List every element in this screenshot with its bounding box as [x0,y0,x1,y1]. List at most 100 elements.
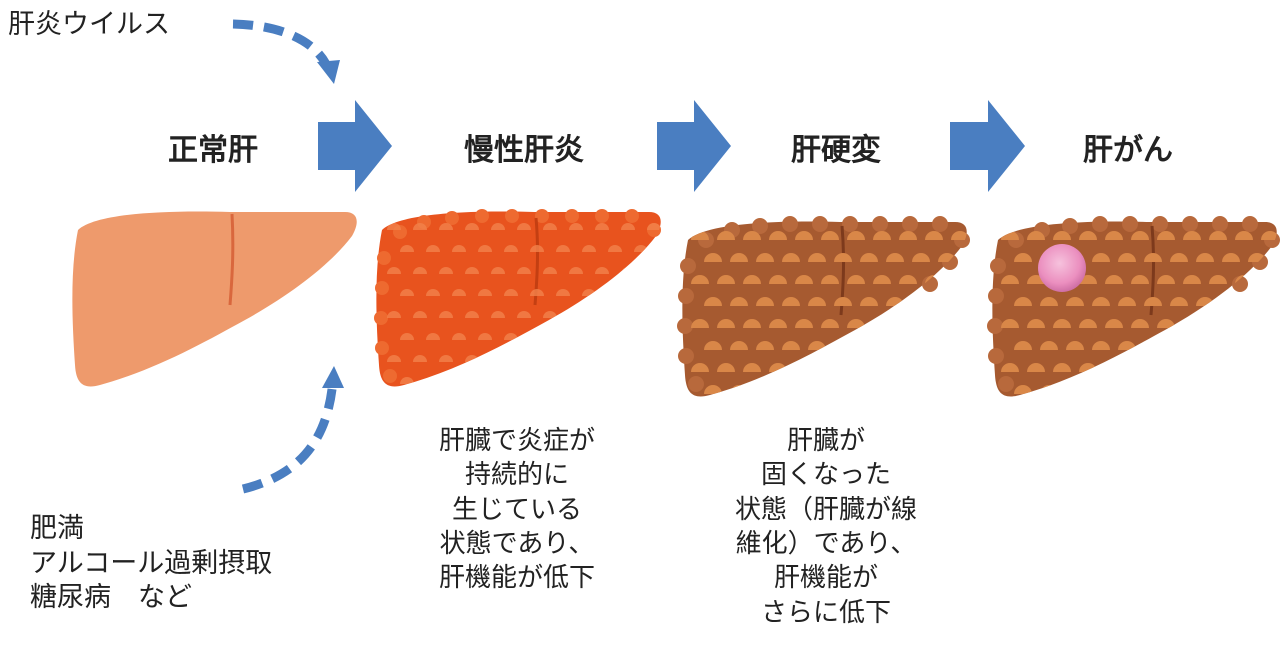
liver-texture-dot [400,245,414,252]
liver-texture-dot [782,341,800,350]
liver-texture-dot [756,297,774,306]
arrow-right-icon [950,100,1025,192]
liver-texture-dot [634,289,648,296]
liver-texture-dot [847,363,865,372]
liver-texture-dot [782,253,800,262]
liver-texture-dot [556,245,570,252]
liver-texture-dot [1222,253,1240,262]
liver-texture-dot [1105,319,1123,328]
liver-texture-dot [387,311,401,318]
liver-texture-dot [621,355,635,362]
liver-texture-dot [704,341,722,350]
liver-texture-dot [1170,385,1188,394]
liver-texture-dot [1248,341,1266,350]
cause-lifestyle-list: 肥満 アルコール過剰摂取 糖尿病 など [30,512,272,616]
liver-texture-dot [795,231,813,240]
liver-texture-dot [387,267,401,274]
liver-texture-dot [647,311,661,318]
liver-icon [374,209,661,387]
liver-texture-dot [582,245,596,252]
liver-texture-dot [912,385,930,394]
liver-texture-dot [795,275,813,284]
liver-texture-dot [543,223,557,230]
liver-texture-dot [595,223,609,230]
liver-texture-dot [886,385,904,394]
liver-texture-dot [413,311,427,318]
liver-texture-dot [1118,385,1136,394]
liver-texture-dot [387,355,401,362]
liver-texture-dot [1261,231,1277,240]
liver-texture-dot [439,311,453,318]
liver-texture-dot [452,245,466,252]
liver-texture-dot [886,341,904,350]
liver-texture-dot [608,333,622,340]
liver-texture-dot [1261,363,1277,372]
liver-texture-dot [426,377,440,384]
liver-texture-dot [517,355,531,362]
liver-texture-dot [873,275,891,284]
liver-texture-dot [964,297,967,306]
liver-texture-dot [1105,275,1123,284]
liver-texture-dot [517,267,531,274]
liver-texture-dot [647,267,661,274]
liver-texture-dot [660,245,661,252]
liver-texture-dot [1183,231,1201,240]
liver-texture-dot [1144,341,1162,350]
liver-texture-dot [1092,385,1110,394]
liver-texture-dot [1014,385,1032,394]
liver-texture-dot [795,363,813,372]
liver-texture-dot [782,297,800,306]
description-line: さらに低下 [760,597,891,628]
liver-texture-dot [400,289,414,296]
dashed-curved-arrow-icon [232,19,340,84]
liver-texture-dot [556,377,570,384]
liver-texture-dot [1014,341,1032,350]
liver-texture-dot [808,297,826,306]
liver-texture-dot [1118,297,1136,306]
liver-texture [691,231,967,394]
liver-texture-dot [1222,297,1240,306]
liver-texture-dot [821,319,839,328]
liver-texture-dot [660,289,661,296]
dashed-curved-arrow-icon [241,366,344,494]
liver-texture-dot [1131,319,1149,328]
liver-texture-dot [1235,363,1253,372]
liver-texture-dot [730,253,748,262]
liver-texture-dot [1066,297,1084,306]
liver-texture-dot [1274,385,1277,394]
liver-texture-dot [426,333,440,340]
liver-texture-dot [1170,253,1188,262]
liver-texture-dot [730,341,748,350]
liver-texture-dot [1274,253,1277,262]
liver-texture-dot [1209,363,1227,372]
liver-texture-dot [1014,297,1032,306]
liver-texture-dot [517,223,531,230]
liver-texture-dot [1053,231,1071,240]
liver-texture-dot [452,333,466,340]
liver-texture-dot [1261,275,1277,284]
liver-texture-dot [1261,319,1277,328]
liver-texture-dot [1105,231,1123,240]
liver-texture-dot [860,297,878,306]
liver-texture-dot [426,245,440,252]
liver-texture-dot [1001,363,1019,372]
liver-texture-dot [530,245,544,252]
liver-texture-dot [691,363,709,372]
liver-texture-dot [608,289,622,296]
liver-texture-dot [1144,297,1162,306]
liver-texture-dot [1209,275,1227,284]
arrow-right-icon [318,100,392,192]
liver-texture-dot [1118,253,1136,262]
liver-texture-dot [1144,385,1162,394]
liver-texture-dot [717,363,735,372]
liver-texture-dot [530,333,544,340]
liver-texture-dot [717,319,735,328]
description-line: 肝機能が低下 [438,563,595,594]
liver-texture-dot [1183,275,1201,284]
liver-texture-dot [413,223,427,230]
liver-texture-dot [1157,363,1175,372]
liver-texture-dot [704,253,722,262]
liver-texture-dot [938,341,956,350]
liver-texture-dot [556,333,570,340]
description-line: 固くなった [760,460,891,491]
